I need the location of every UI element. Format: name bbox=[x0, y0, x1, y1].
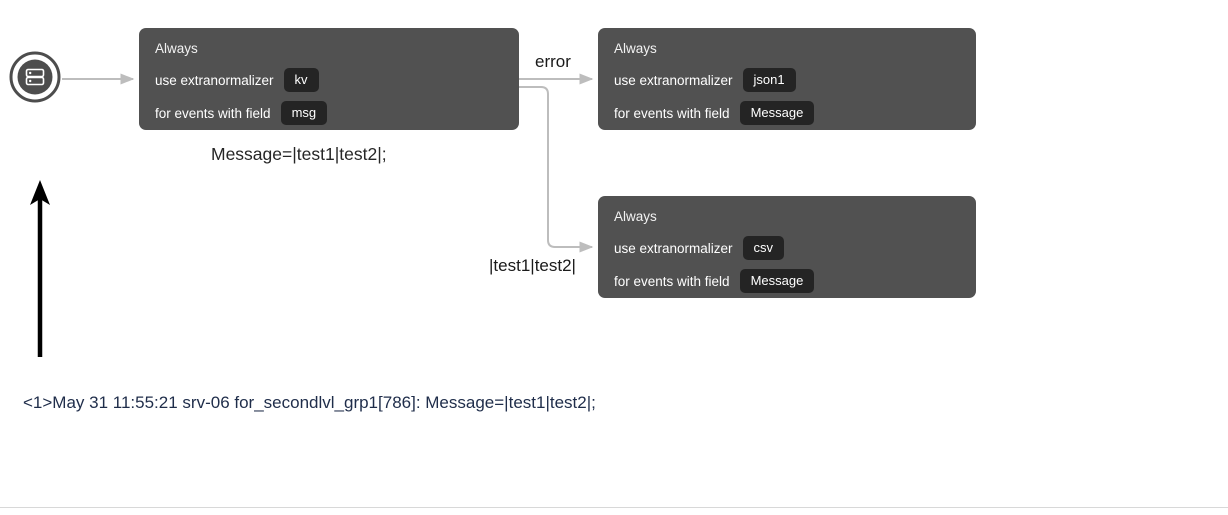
rule-title: Always bbox=[614, 209, 657, 224]
normalizer-value-pill[interactable]: csv bbox=[742, 236, 785, 260]
rule-row-field: for events with field Message bbox=[614, 269, 960, 293]
field-value-pill[interactable]: Message bbox=[739, 269, 815, 293]
rule-row-label: use extranormalizer bbox=[614, 240, 733, 256]
rule-node-kv[interactable]: Always use extranormalizer kv for events… bbox=[139, 28, 519, 130]
rule-row-normalizer: use extranormalizer json1 bbox=[614, 68, 960, 92]
raw-log-line: <1>May 31 11:55:21 srv-06 for_secondlvl_… bbox=[23, 393, 596, 412]
rule-title: Always bbox=[155, 41, 198, 56]
bottom-divider bbox=[0, 507, 1228, 508]
edge-kv-to-csv bbox=[519, 86, 594, 253]
edge-label-error: error bbox=[535, 52, 571, 71]
rule-row-label: for events with field bbox=[614, 273, 730, 289]
rule-row-label: for events with field bbox=[614, 105, 730, 121]
rule-row-label: use extranormalizer bbox=[155, 72, 274, 88]
sample-output-label: Message=|test1|test2|; bbox=[211, 144, 387, 164]
database-icon bbox=[9, 51, 61, 103]
rule-row-label: for events with field bbox=[155, 105, 271, 121]
edge-label-extracted-value: |test1|test2| bbox=[489, 256, 576, 275]
field-value-pill[interactable]: msg bbox=[280, 101, 328, 125]
rule-row-field: for events with field msg bbox=[155, 101, 503, 125]
rule-row-normalizer: use extranormalizer csv bbox=[614, 236, 960, 260]
normalizer-value-pill[interactable]: kv bbox=[283, 68, 319, 92]
rule-row-normalizer: use extranormalizer kv bbox=[155, 68, 503, 92]
rule-node-csv[interactable]: Always use extranormalizer csv for event… bbox=[598, 196, 976, 298]
flow-direction-arrow bbox=[30, 180, 50, 357]
field-value-pill[interactable]: Message bbox=[739, 101, 815, 125]
rule-row-label: use extranormalizer bbox=[614, 72, 733, 88]
normalizer-value-pill[interactable]: json1 bbox=[742, 68, 796, 92]
rule-row-field: for events with field Message bbox=[614, 101, 960, 125]
rule-node-json1[interactable]: Always use extranormalizer json1 for eve… bbox=[598, 28, 976, 130]
rule-title: Always bbox=[614, 41, 657, 56]
source-node[interactable] bbox=[9, 51, 61, 103]
